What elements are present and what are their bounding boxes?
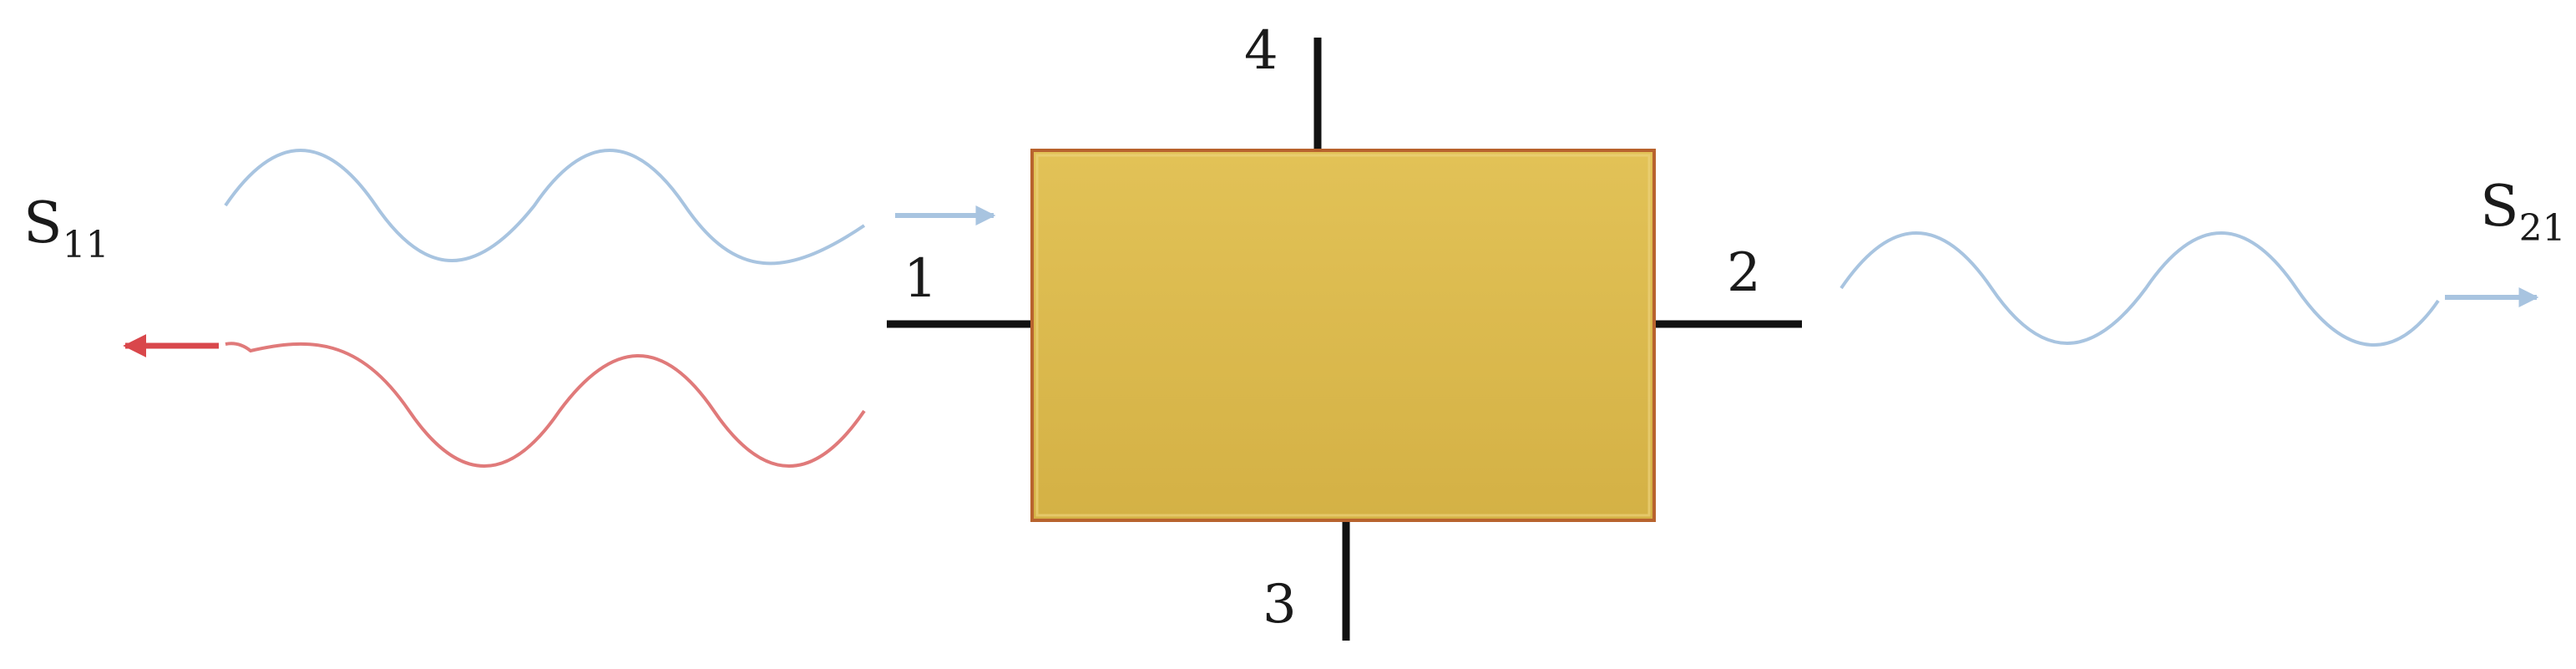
network-box-bevel <box>1035 154 1651 517</box>
network-box <box>1030 149 1656 522</box>
s21-letter: S <box>2480 174 2519 240</box>
transmitted-wave <box>1840 231 2440 347</box>
port-3-label: 3 <box>1263 574 1297 636</box>
s11-subscript: 11 <box>63 224 109 266</box>
s11-letter: S <box>23 190 63 256</box>
s21-subscript: 21 <box>2519 207 2566 250</box>
port-4-label: 4 <box>1244 20 1278 82</box>
reflected-wave <box>225 342 866 468</box>
port-1-label: 1 <box>903 248 938 310</box>
s11-label: S11 <box>23 190 109 266</box>
s21-label: S21 <box>2480 174 2566 250</box>
port-2-label: 2 <box>1727 242 1761 304</box>
incident-wave <box>224 149 866 266</box>
